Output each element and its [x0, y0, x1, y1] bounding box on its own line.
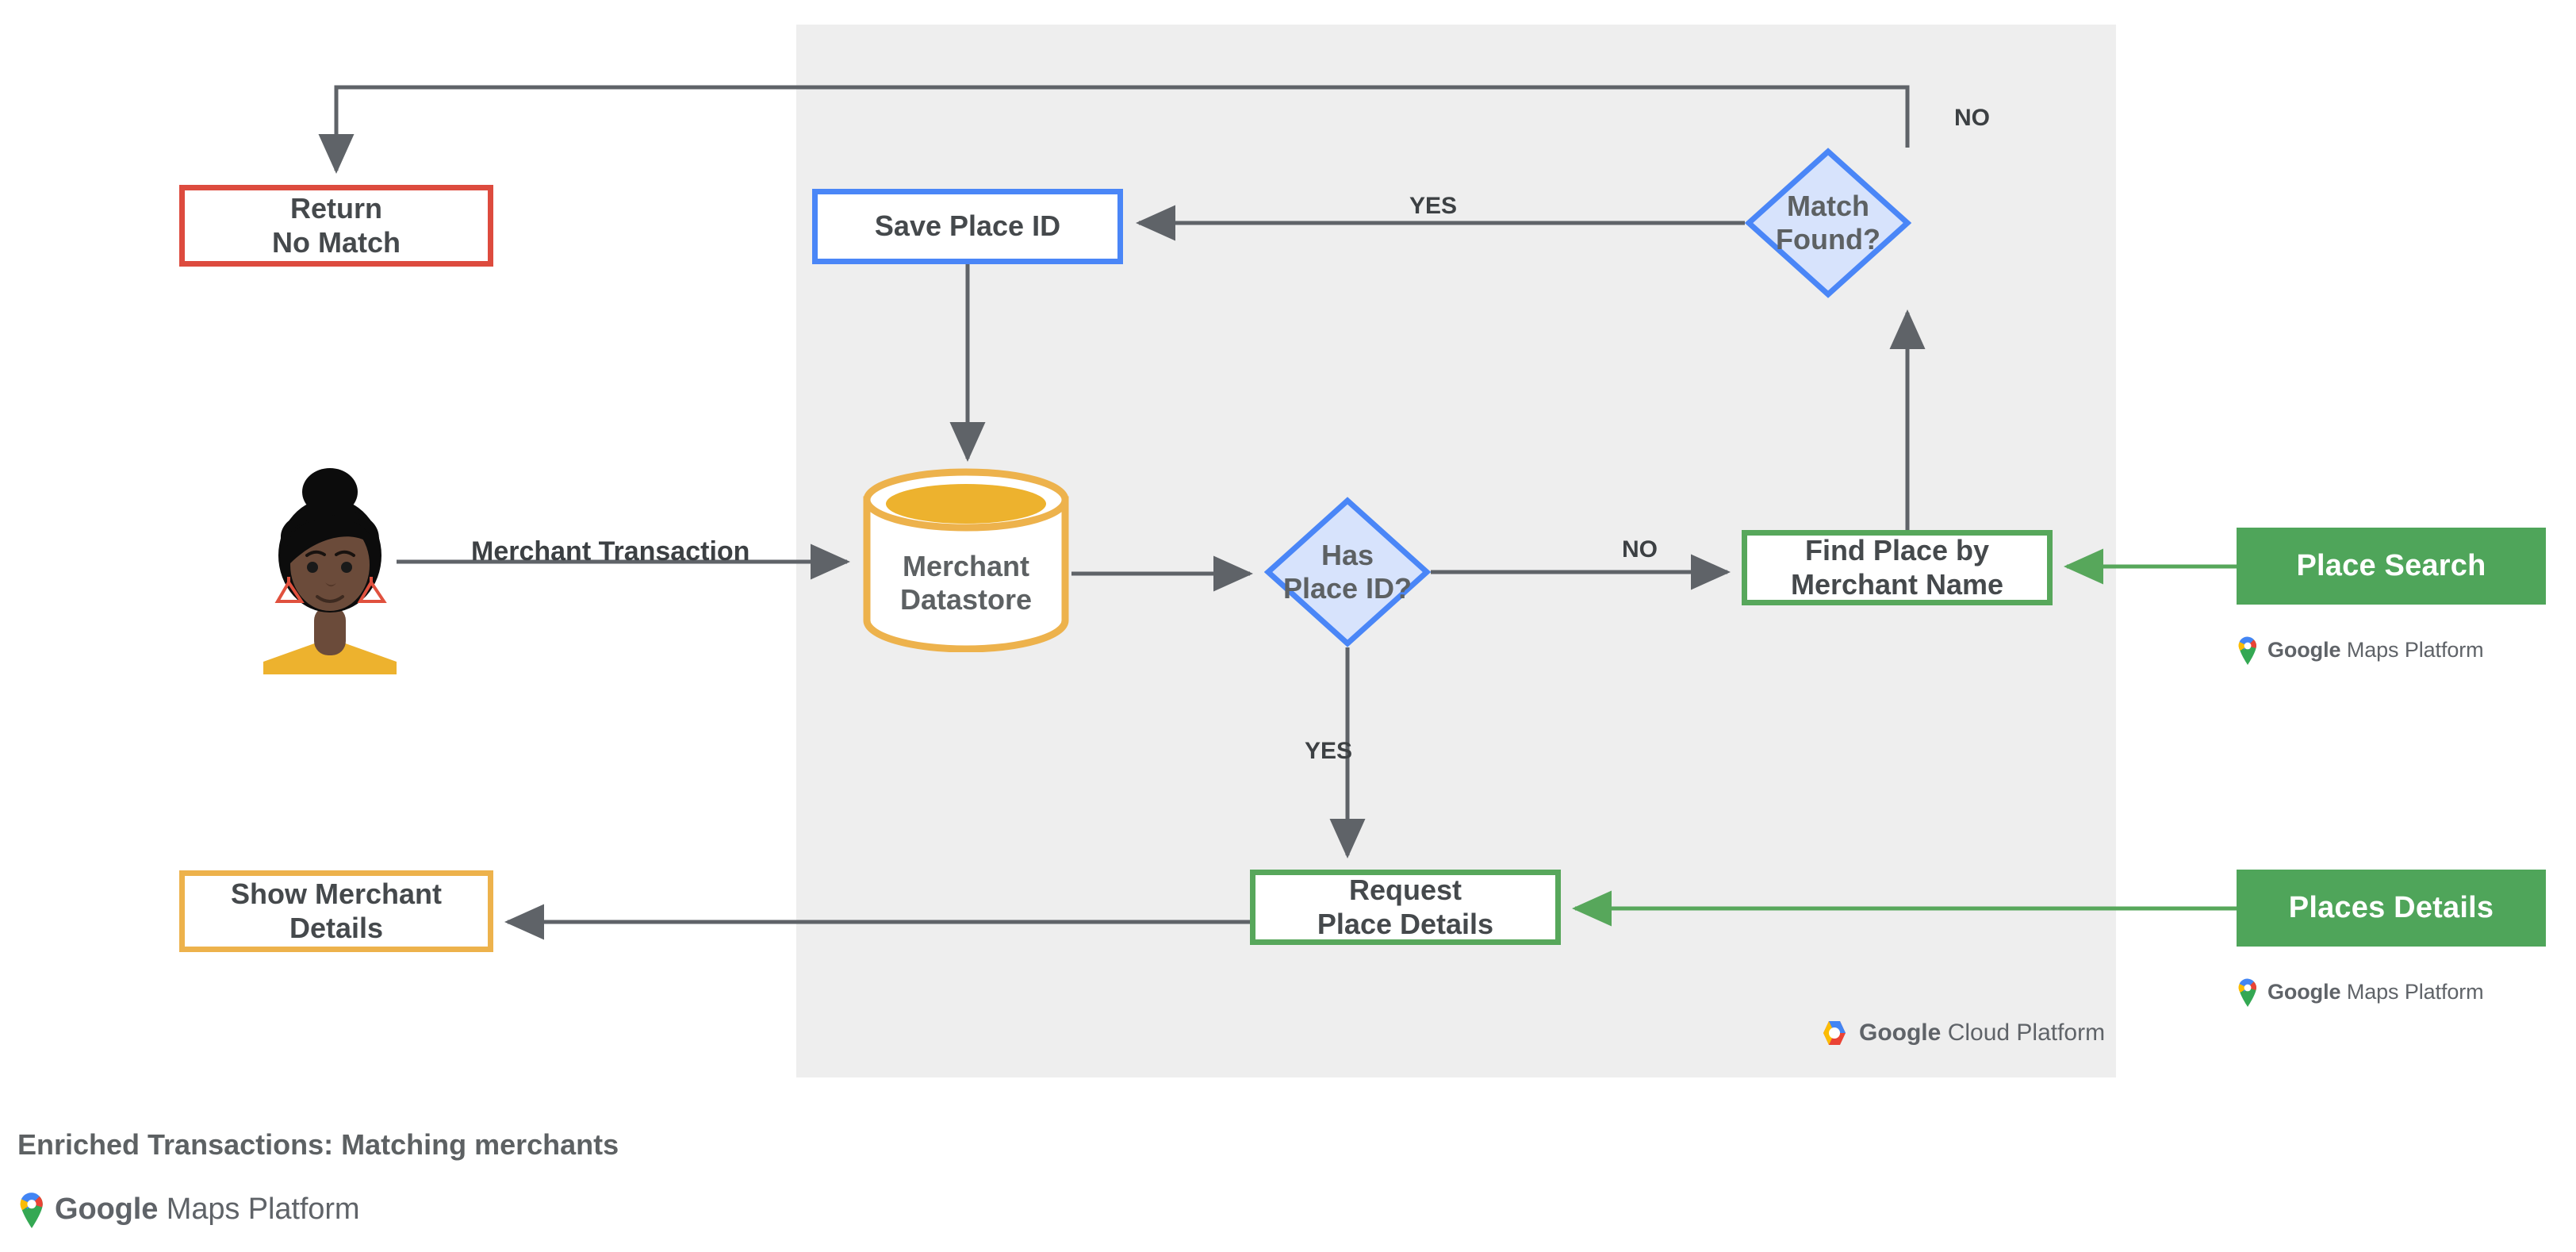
node-return-no-match[interactable]: Return No Match — [179, 185, 493, 267]
edge-label-yes-has-place-id: YES — [1305, 738, 1353, 764]
node-save-place-id-label: Save Place ID — [874, 209, 1061, 243]
google-maps-platform-lockup-footer: Google Maps Platform — [17, 1190, 360, 1228]
gcp-google-word: Google — [1859, 1020, 1942, 1046]
edge-label-no-has-place-id: NO — [1622, 536, 1658, 563]
node-return-no-match-label: Return No Match — [272, 192, 401, 259]
node-request-place-details[interactable]: Request Place Details — [1250, 870, 1561, 945]
brand-maps-platform-word: Maps Platform — [2346, 979, 2484, 1004]
brand-google-word: Google — [2267, 637, 2341, 662]
places-details-button-label: Places Details — [2288, 891, 2494, 924]
node-save-place-id[interactable]: Save Place ID — [812, 189, 1123, 264]
gcp-cloud-platform-word: Cloud Platform — [1947, 1020, 2106, 1046]
google-cloud-hexagon-icon — [1823, 1021, 1846, 1045]
node-find-place-by-merchant-name[interactable]: Find Place by Merchant Name — [1742, 530, 2053, 605]
edge-label-no-match-found: NO — [1954, 105, 1990, 131]
place-search-button[interactable]: Place Search — [2237, 528, 2546, 605]
google-maps-pin-icon — [20, 1192, 43, 1228]
brand-lockup-text: Google Maps Platform — [2267, 638, 2484, 662]
google-cloud-platform-lockup: Google Cloud Platform — [1820, 1020, 2105, 1047]
node-has-place-id[interactable]: Has Place ID? — [1263, 497, 1432, 647]
diagram-title: Enriched Transactions: Matching merchant… — [17, 1128, 619, 1161]
google-maps-pin-icon — [2238, 978, 2256, 1007]
edge-label-yes-match-found: YES — [1409, 193, 1458, 219]
places-details-button[interactable]: Places Details — [2237, 870, 2546, 947]
node-match-found-label: Match Found? — [1776, 189, 1880, 255]
brand-lockup-text: Google Maps Platform — [2267, 980, 2484, 1004]
brand-maps-platform-word: Maps Platform — [166, 1192, 360, 1226]
node-show-merchant-details-label: Show Merchant Details — [230, 878, 443, 944]
node-request-place-details-label: Request Place Details — [1317, 874, 1494, 940]
diamond-shape-icon — [1263, 497, 1432, 647]
google-maps-platform-lockup-places-details: Google Maps Platform — [2237, 977, 2484, 1007]
node-show-merchant-details[interactable]: Show Merchant Details — [179, 870, 493, 952]
node-find-place-by-merchant-name-label: Find Place by Merchant Name — [1790, 534, 2004, 601]
diamond-shape-icon — [1744, 148, 1912, 298]
google-maps-pin-icon — [2238, 636, 2256, 665]
brand-google-word: Google — [55, 1192, 159, 1226]
node-merchant-datastore-label: Merchant Datastore — [899, 549, 1033, 616]
edge-label-merchant-transaction: Merchant Transaction — [471, 536, 750, 566]
brand-lockup-text: Google Maps Platform — [55, 1192, 360, 1227]
brand-google-word: Google — [2267, 979, 2341, 1004]
gcp-lockup-text: Google Cloud Platform — [1859, 1020, 2105, 1047]
node-match-found[interactable]: Match Found? — [1744, 148, 1912, 298]
merchant-customer-avatar — [263, 468, 397, 674]
cylinder-shape-icon — [863, 468, 1069, 653]
google-maps-platform-lockup-place-search: Google Maps Platform — [2237, 635, 2484, 665]
node-merchant-datastore[interactable]: Merchant Datastore — [862, 468, 1070, 653]
brand-maps-platform-word: Maps Platform — [2346, 637, 2484, 662]
node-has-place-id-label: Has Place ID? — [1282, 538, 1413, 605]
place-search-button-label: Place Search — [2296, 549, 2486, 582]
